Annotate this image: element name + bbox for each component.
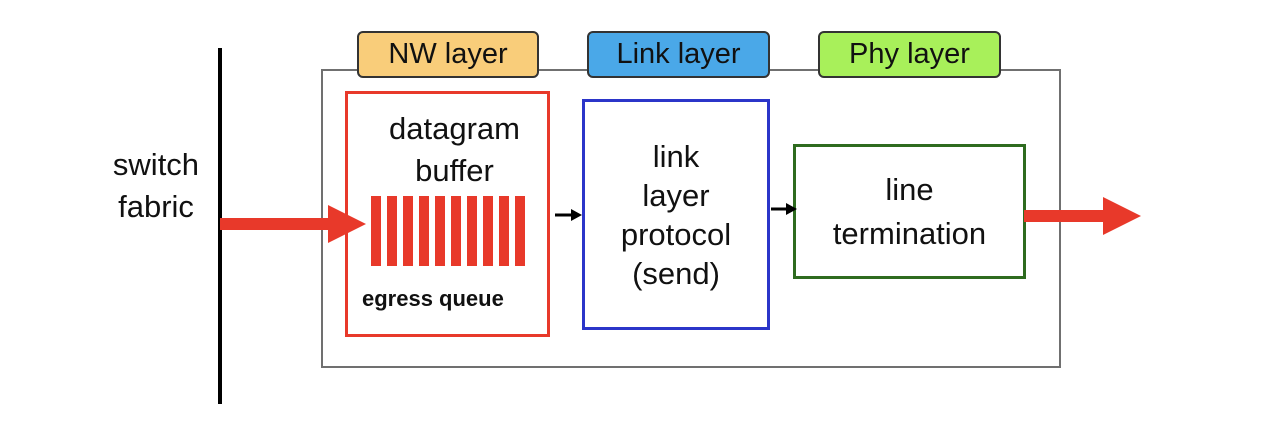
link-protocol-line-2: layer bbox=[642, 177, 710, 213]
protocol-to-termination-arrow bbox=[771, 203, 797, 215]
datagram-buffer-box: datagram buffer egress queue bbox=[345, 91, 550, 337]
link-layer-label: Link layer bbox=[616, 38, 741, 70]
egress-queue-label: egress queue bbox=[362, 286, 504, 311]
line-termination-line-2: termination bbox=[832, 215, 987, 251]
switch-fabric-label: switch fabric bbox=[96, 144, 216, 228]
datagram-buffer-label: datagram buffer bbox=[348, 108, 547, 192]
nw-layer-tag: NW layer bbox=[357, 31, 539, 78]
queue-slot bbox=[451, 196, 461, 266]
switch-fabric-line-1: switch bbox=[112, 147, 200, 182]
link-protocol-line-3: protocol bbox=[620, 216, 732, 252]
queue-slot bbox=[515, 196, 525, 266]
outgoing-arrow bbox=[1024, 197, 1141, 235]
datagram-buffer-line-1: datagram bbox=[389, 111, 520, 146]
buffer-to-protocol-arrow bbox=[555, 209, 582, 221]
link-protocol-line-4: (send) bbox=[632, 255, 720, 291]
queue-slot bbox=[371, 196, 381, 266]
queue-slot bbox=[387, 196, 397, 266]
phy-layer-tag: Phy layer bbox=[818, 31, 1001, 78]
datagram-buffer-line-2: buffer bbox=[415, 153, 494, 188]
incoming-arrow bbox=[220, 205, 366, 243]
phy-layer-label: Phy layer bbox=[849, 38, 970, 70]
queue-slot bbox=[403, 196, 413, 266]
line-termination-line-1: line bbox=[885, 171, 934, 207]
queue-slot bbox=[483, 196, 493, 266]
nw-layer-label: NW layer bbox=[388, 38, 508, 70]
switch-fabric-line-2: fabric bbox=[118, 189, 194, 224]
queue-slot bbox=[435, 196, 445, 266]
queue-slot bbox=[467, 196, 477, 266]
link-protocol-line-1: link bbox=[652, 138, 700, 174]
link-layer-protocol-box: link layer protocol (send) bbox=[582, 99, 770, 330]
queue-slot bbox=[499, 196, 509, 266]
link-layer-tag: Link layer bbox=[587, 31, 770, 78]
queue-slot bbox=[419, 196, 429, 266]
line-termination-box: line termination bbox=[793, 144, 1026, 279]
